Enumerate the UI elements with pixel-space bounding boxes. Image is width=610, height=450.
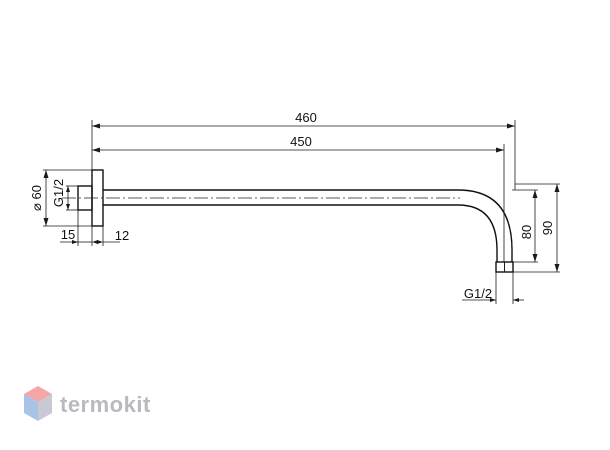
watermark-brand: termokit (60, 392, 151, 417)
arrow-thread-top (66, 186, 70, 192)
shower-arm (103, 189, 514, 273)
cube-logo-icon (24, 386, 52, 421)
arrow-80-top (532, 190, 538, 198)
arm-bend-inner (457, 204, 498, 262)
dimension-flange-depth: 15 12 (60, 210, 129, 246)
arrow-450-left (92, 147, 100, 153)
arrow-dia-top (43, 170, 49, 178)
arrow-450-right (496, 147, 504, 153)
dimension-460: 460 (91, 110, 516, 190)
dimension-450: 450 (92, 134, 505, 262)
arm-bend-outer (457, 189, 513, 262)
label-80: 80 (519, 225, 534, 239)
arrow-80-bottom (532, 254, 538, 262)
arrow-outlet-right (513, 298, 519, 302)
arrow-460-right (507, 123, 515, 129)
arrow-thread-bottom (66, 204, 70, 210)
label-outlet-thread: G1/2 (464, 286, 492, 301)
dimension-flange-diameter: ⌀ 60 (29, 169, 92, 227)
watermark-logo: termokit (24, 386, 151, 421)
arrow-12-left (92, 240, 98, 244)
cube-right-face (38, 394, 52, 421)
label-wall-thread: G1/2 (51, 179, 66, 207)
dimension-80: 80 (512, 189, 538, 263)
arrow-90-top (554, 184, 560, 192)
arrow-dia-bottom (43, 218, 49, 226)
dimension-wall-thread: G1/2 (51, 179, 78, 211)
cube-left-face (24, 394, 38, 421)
arrow-90-bottom (554, 264, 560, 272)
label-flange-depth-15: 15 (61, 227, 75, 242)
label-flange-depth-12: 12 (115, 228, 129, 243)
label-460: 460 (295, 110, 317, 125)
dimension-outlet-thread: G1/2 (462, 272, 524, 304)
arrow-12-right (97, 240, 103, 244)
dimension-90: 90 (513, 183, 560, 273)
arrow-outlet-left (490, 298, 496, 302)
label-450: 450 (290, 134, 312, 149)
label-90: 90 (540, 221, 555, 235)
arrow-460-left (92, 123, 100, 129)
label-flange-diameter: ⌀ 60 (29, 185, 44, 211)
arrow-15 (72, 240, 78, 244)
